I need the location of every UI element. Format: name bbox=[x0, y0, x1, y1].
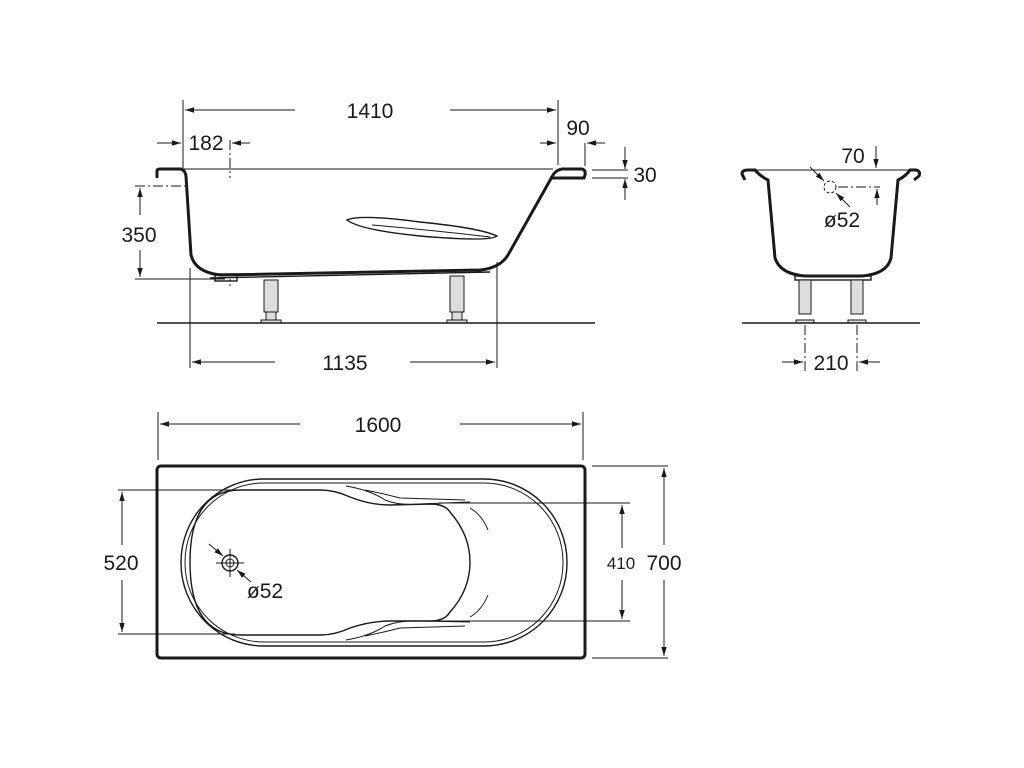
end-view: ø52 70 210 bbox=[740, 145, 922, 375]
dimension-90: 90 bbox=[540, 117, 605, 166]
overflow-hole: ø52 bbox=[809, 166, 880, 232]
dimension-label: ø52 bbox=[824, 209, 860, 232]
legs-end bbox=[795, 279, 867, 324]
dimension-label: 350 bbox=[121, 224, 156, 247]
tub-side-outline bbox=[155, 167, 587, 282]
dimension-label: 90 bbox=[566, 117, 589, 140]
dimension-label: 1600 bbox=[355, 414, 402, 437]
dimension-70: 70 bbox=[841, 145, 880, 205]
side-view: 1410 182 90 30 350 bbox=[121, 100, 657, 375]
dimension-label: 1410 bbox=[347, 100, 394, 123]
dimension-label: 30 bbox=[633, 164, 656, 187]
dimension-30: 30 bbox=[592, 147, 657, 200]
basin-contour bbox=[189, 489, 471, 636]
drain-hole: ø52 bbox=[208, 543, 283, 603]
legs-side bbox=[260, 275, 468, 324]
dimension-label: 520 bbox=[103, 552, 138, 575]
dimension-520: 520 bbox=[103, 489, 235, 635]
dimension-label: 70 bbox=[841, 145, 864, 168]
dimension-210: 210 bbox=[782, 325, 880, 375]
dimension-1410: 1410 bbox=[182, 100, 559, 168]
dimension-label: ø52 bbox=[247, 580, 283, 603]
dimension-1135: 1135 bbox=[189, 262, 498, 375]
rim-contour bbox=[180, 478, 568, 647]
dimension-410: 410 bbox=[438, 502, 635, 622]
dimension-1600: 1600 bbox=[157, 412, 584, 460]
dimension-label: 182 bbox=[188, 132, 223, 155]
dimension-label: 410 bbox=[607, 554, 635, 573]
dimension-label: 210 bbox=[813, 352, 848, 375]
dimension-700: 700 bbox=[592, 465, 682, 659]
dimension-350: 350 bbox=[121, 185, 225, 280]
dimension-label: 700 bbox=[646, 552, 681, 575]
plan-view: 1600 520 410 700 bbox=[103, 412, 682, 660]
dimension-label: 1135 bbox=[322, 352, 367, 375]
